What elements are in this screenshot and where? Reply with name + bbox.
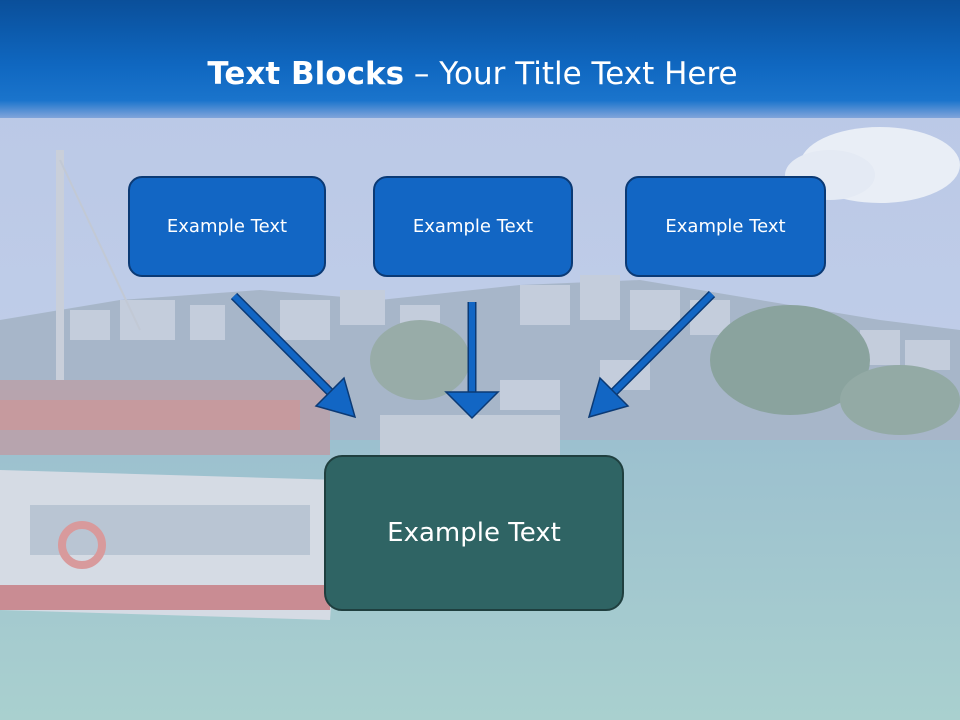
title-rest: Your Title Text Here (439, 56, 738, 92)
text-block-3[interactable]: Example Text (625, 176, 826, 277)
header-band (0, 0, 960, 118)
arrow-left (230, 292, 357, 419)
text-block-1-label: Example Text (166, 216, 288, 237)
arrow-right (587, 290, 716, 419)
main-text-block[interactable]: Example Text (324, 455, 624, 611)
text-block-3-label: Example Text (665, 216, 786, 237)
main-text-block-label: Example Text (387, 518, 561, 548)
text-block-2[interactable]: Example Text (373, 176, 573, 277)
slide-title: Text Blocks – Your Title Text Here (0, 52, 945, 96)
text-block-1[interactable]: Example Text (128, 176, 326, 277)
text-block-2-label: Example Text (412, 216, 534, 237)
title-dash: – (413, 56, 430, 92)
title-bold: Text Blocks (207, 56, 405, 92)
arrow-center (444, 302, 500, 420)
